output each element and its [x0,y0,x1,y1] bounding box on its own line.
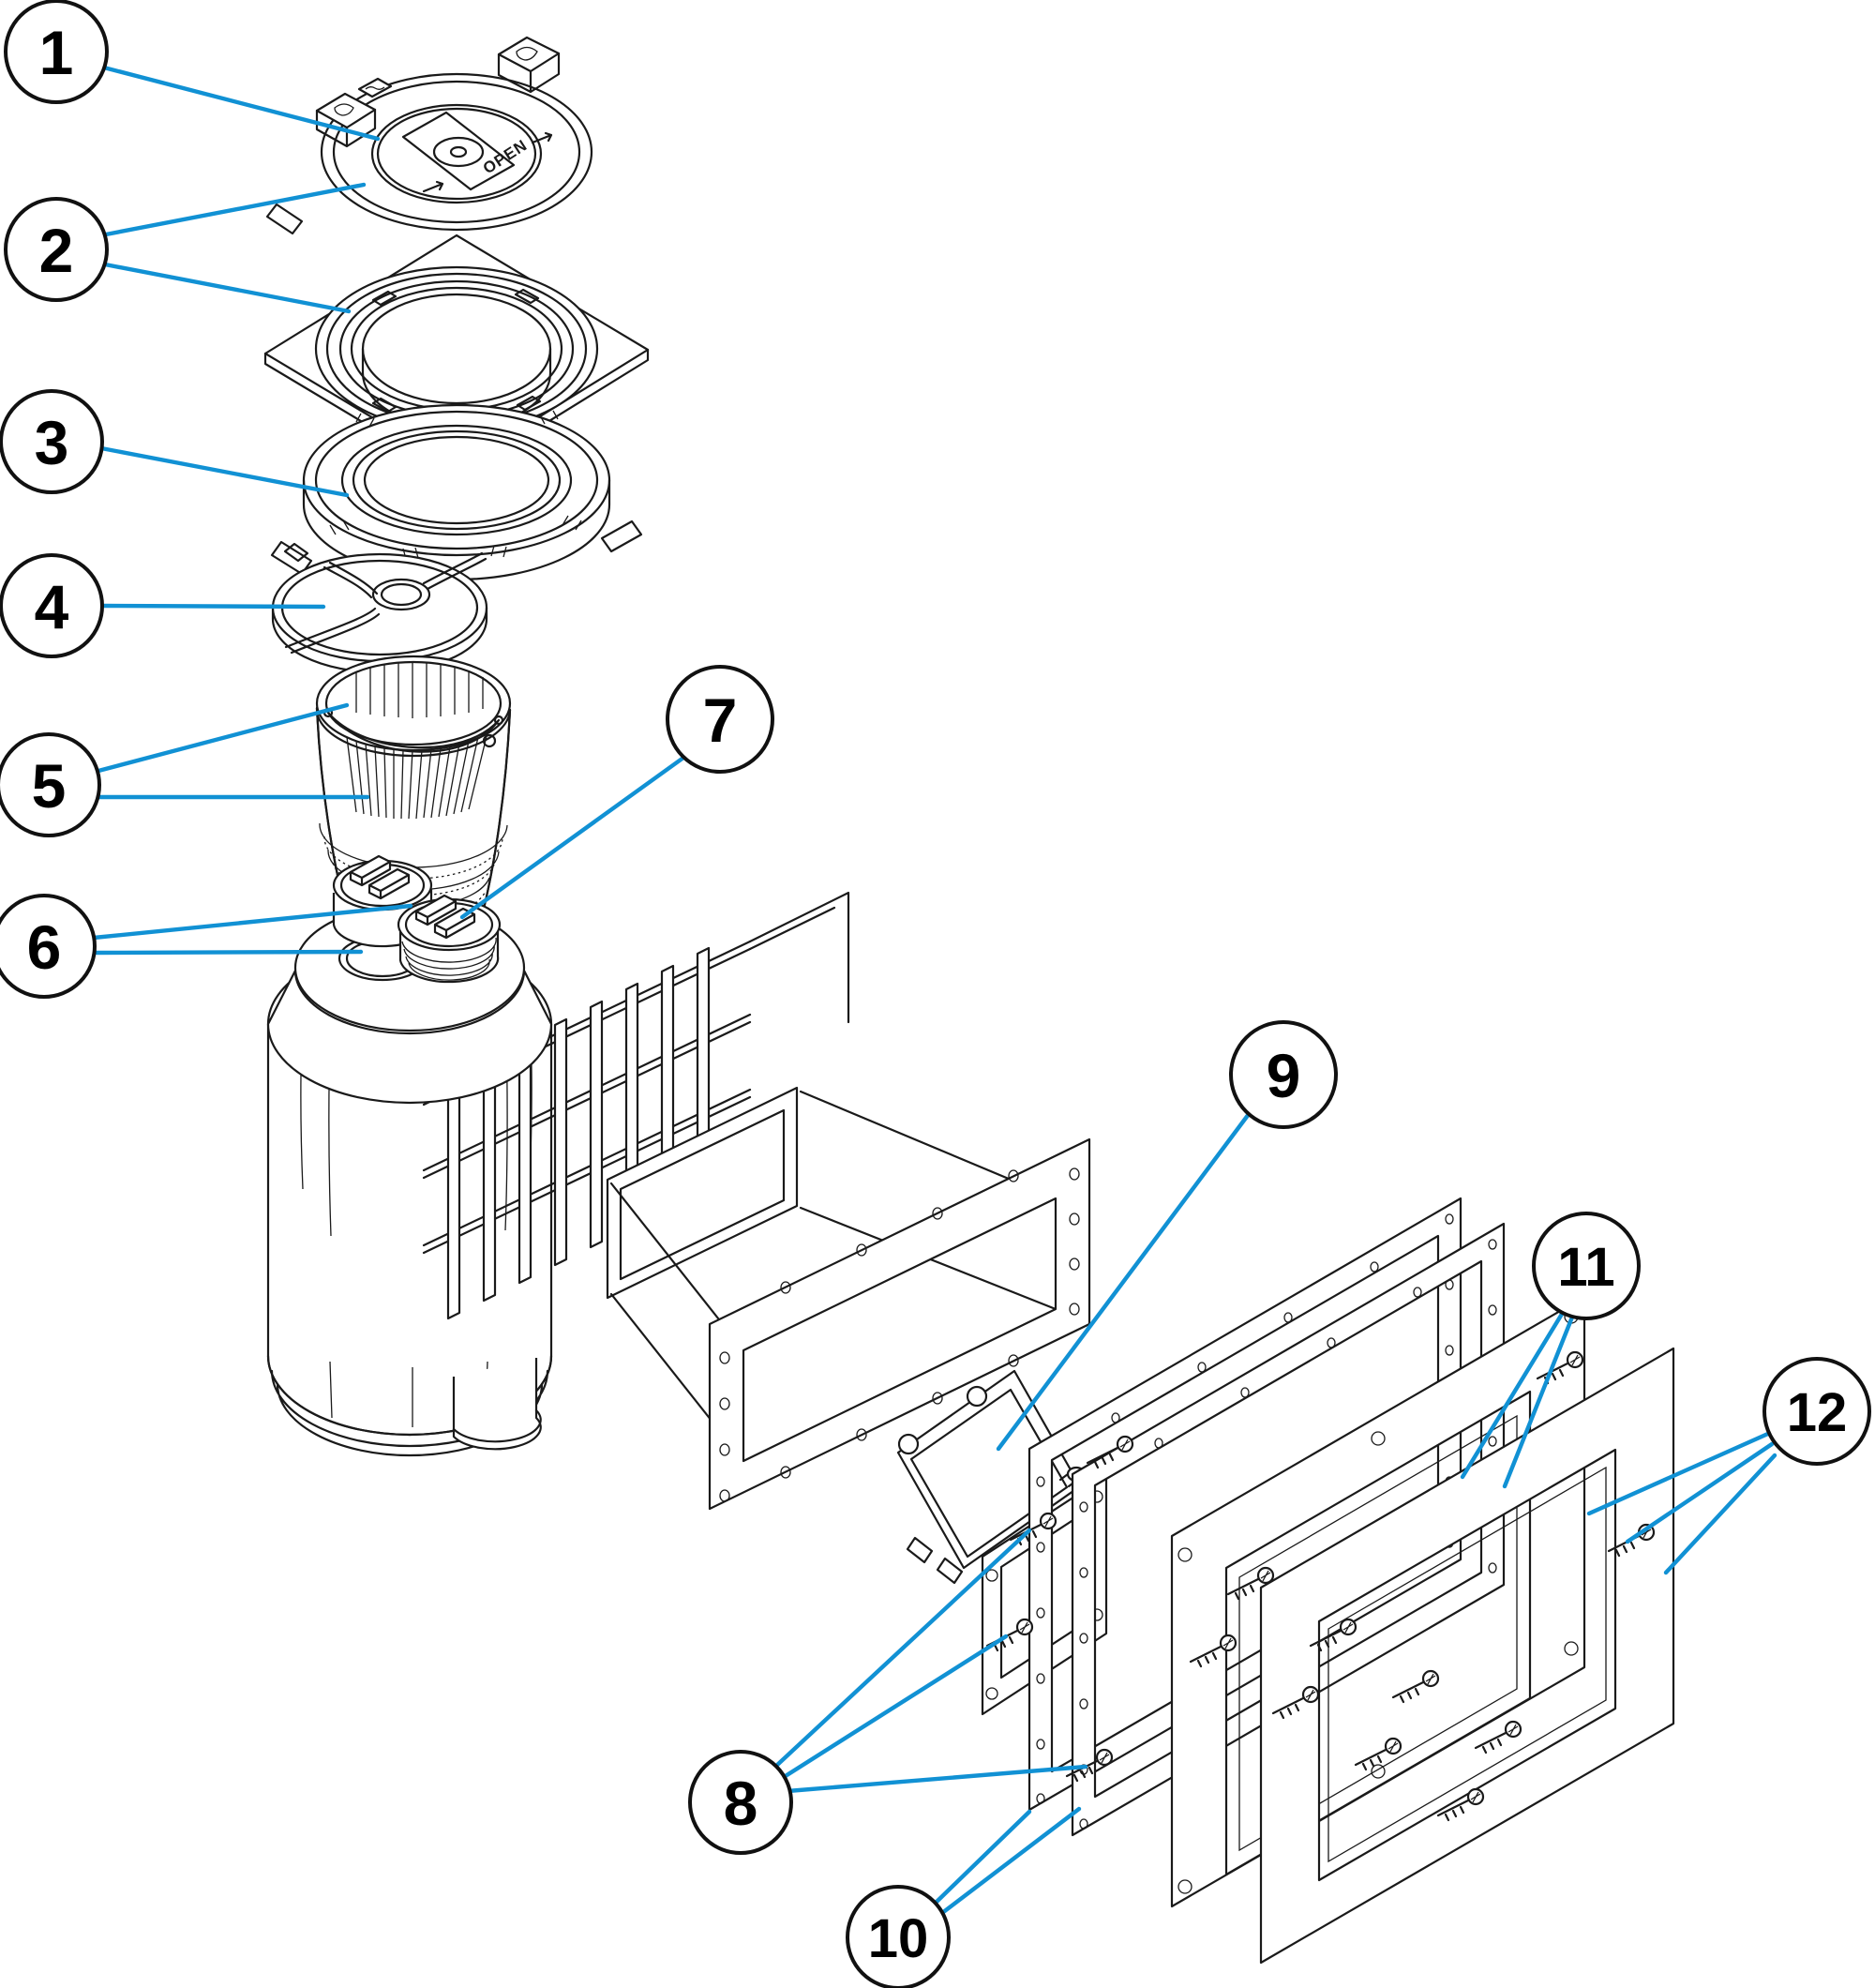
throat-seat [606,1086,799,1300]
flap-hinge-knuckle [966,1385,988,1408]
callout-11: 11 [1532,1212,1641,1320]
callout-6: 6 [0,894,97,999]
callout-number: 7 [703,685,738,755]
callout-2: 2 [4,197,109,302]
callout-10: 10 [846,1885,951,1988]
screw-icon [1189,1634,1238,1668]
callout-number: 8 [724,1769,758,1838]
extension-collar-ring [270,403,643,581]
lid-rim-tab [265,203,304,235]
plate-hinge-tab [283,542,309,563]
funnel-tube [609,1090,1058,1463]
callout-5: 5 [0,732,101,837]
callout-number: 2 [39,216,74,285]
skimmer-lid: OPEN [265,36,593,235]
callout-7: 7 [666,665,774,774]
callout-number: 10 [868,1908,929,1969]
lid-lug-front [315,92,377,148]
callout-12: 12 [1762,1357,1871,1466]
screw-icon [1271,1685,1320,1720]
callout-number: 5 [32,751,67,821]
skimmer-body [266,891,1091,1511]
callout-1: 1 [4,0,109,104]
screw-icon [1436,1787,1485,1822]
screw-icon [1086,1435,1134,1469]
callout-3: 3 [0,389,104,494]
callout-8: 8 [688,1750,793,1855]
callout-number: 3 [35,408,69,477]
collar-tab-right [600,520,643,553]
drain-pipe [452,1358,542,1451]
screw-icon [1354,1737,1402,1771]
callout-number: 4 [35,572,69,641]
callout-number: 9 [1267,1041,1301,1110]
body-shoulder [266,969,553,1105]
callout-number: 1 [39,18,74,87]
lid-lug-back [497,36,561,94]
open-arrow-right-icon [531,131,553,144]
screw-icon [1309,1618,1358,1652]
screw-icon [1226,1566,1275,1601]
callout-number: 11 [1557,1237,1614,1298]
flap-hinge-knuckle [897,1433,920,1455]
drain-plug-cup [332,854,433,948]
faceplate-trim-frame [1259,1347,1675,1965]
screw-icon [1391,1669,1440,1704]
screw-icon [1474,1720,1522,1755]
leader-lines [91,64,1778,1916]
callout-4: 4 [0,553,104,658]
lid-square-frame [263,233,650,480]
callout-9: 9 [1229,1020,1338,1129]
callout-number: 12 [1787,1382,1848,1443]
cover-plate [271,542,488,674]
drain-plug-threaded [397,894,502,984]
callout-number: 6 [27,912,62,982]
open-arrow-left-icon [422,180,444,193]
